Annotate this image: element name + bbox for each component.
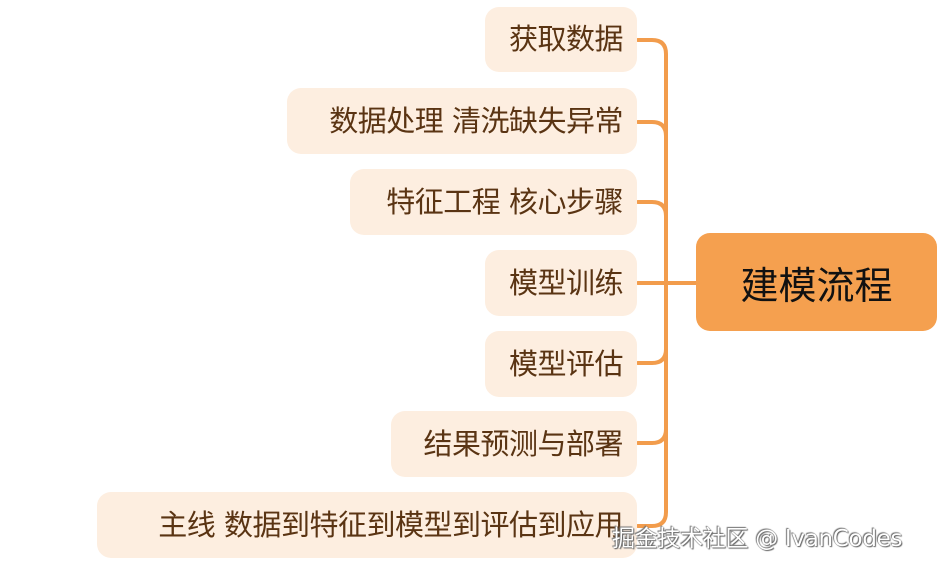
node-label: 特征工程 核心步骤 [386,184,623,219]
node-label: 模型评估 [508,346,624,381]
watermark: 掘金技术社区 @ IvanCodes [612,526,903,552]
node-label: 模型训练 [508,265,624,300]
node-get-data[interactable]: 获取数据 [485,7,637,72]
node-label: 数据处理 清洗缺失异常 [329,103,623,138]
node-model-training[interactable]: 模型训练 [485,250,637,316]
node-main-line[interactable]: 主线 数据到特征到模型到评估到应用 [97,492,637,558]
node-label: 结果预测与部署 [423,426,623,461]
node-label: 获取数据 [508,22,624,56]
node-model-evaluation[interactable]: 模型评估 [485,331,637,397]
node-label: 主线 数据到特征到模型到评估到应用 [158,507,623,542]
node-feature-engineering[interactable]: 特征工程 核心步骤 [350,169,637,235]
root-node[interactable]: 建模流程 [696,233,937,331]
root-label: 建模流程 [740,263,893,308]
node-data-processing[interactable]: 数据处理 清洗缺失异常 [287,88,637,154]
node-predict-deploy[interactable]: 结果预测与部署 [391,411,637,477]
